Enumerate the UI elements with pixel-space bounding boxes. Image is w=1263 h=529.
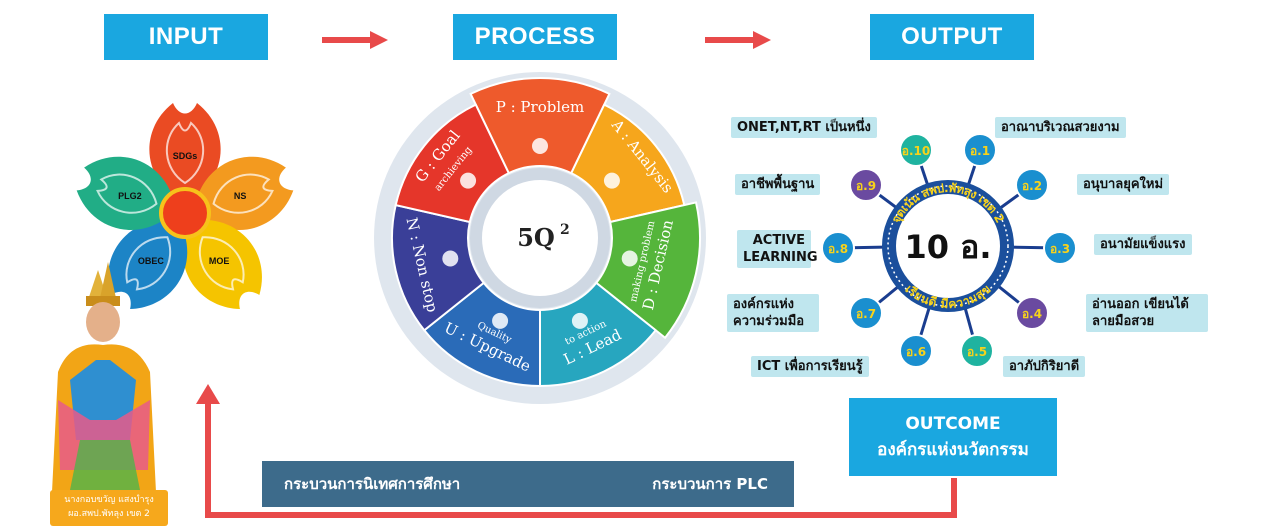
petal-moe: [182, 219, 262, 310]
output-node-badge: [849, 296, 883, 330]
petal-ns: [194, 156, 294, 230]
output-label-o10: ONET,NT,RT เป็นหนึ่ง: [731, 117, 877, 138]
output-node-code: อ.9: [856, 179, 876, 193]
output-node-code: อ.3: [1050, 242, 1070, 256]
output-label-o4-line2: ลายมือสวย: [1092, 314, 1155, 329]
wheel-center-label: 5Q: [517, 223, 555, 252]
outcome-title: OUTCOME: [905, 414, 1001, 434]
arrow-process-to-output: [705, 31, 771, 49]
segment-icon: [442, 250, 459, 267]
petal-label: OBEC: [138, 256, 165, 266]
segment-icon: [460, 172, 477, 189]
process-header: PROCESS: [453, 14, 617, 60]
person-illustration: [52, 262, 156, 492]
person-position: ผอ.สพป.พัทลุง เขต 2: [68, 509, 150, 519]
output-node-code: อ.10: [902, 144, 930, 158]
output-node-badge: [1043, 231, 1077, 265]
output-header: OUTPUT: [870, 14, 1034, 60]
output-label-o8-line1: ACTIVE: [752, 233, 805, 248]
output-label-o5: อาภัปกิริยาดี: [1003, 356, 1086, 377]
output-node-badge: [849, 168, 883, 202]
output-node-badge: [963, 133, 997, 167]
output-node-badge: [899, 334, 933, 368]
wheel-center-superscript: 2: [560, 222, 570, 238]
flower-center: [159, 187, 211, 239]
outcome-subtitle: องค์กรแห่งนวัตกรรม: [877, 440, 1029, 460]
outcome-box: OUTCOME องค์กรแห่งนวัตกรรม: [849, 398, 1057, 476]
output-label-o3: อนามัยแข็งแรง: [1094, 234, 1192, 255]
segment-icon: [603, 172, 620, 189]
wheel-segment: [594, 201, 701, 340]
segment-icon: [571, 312, 588, 329]
segment-icon: [532, 138, 548, 154]
wheel-hub: [482, 180, 598, 296]
output-label-o7-line2: ความร่วมมือ: [733, 314, 805, 329]
output-node-badge: [960, 334, 994, 368]
output-hub: จุดเน้น สพป.พัทลุง เขต 2เรียนดี มีความสุ…: [821, 133, 1077, 368]
hub-dots: [887, 185, 1009, 307]
output-label-o2: อนุบาลยุคใหม่: [1077, 174, 1170, 195]
petal-label: NS: [234, 191, 247, 201]
output-node-code: อ.8: [828, 242, 848, 256]
output-label-o7-line1: องค์กรแห่ง: [733, 297, 795, 312]
output-node-badge: [1015, 296, 1049, 330]
output-node-code: อ.2: [1022, 179, 1042, 193]
arrow-input-to-process: [322, 31, 388, 49]
output-label-o8: ACTIVE LEARNING: [737, 230, 818, 268]
person-name: นางกอบขวัญ แสงบำรุง: [64, 495, 154, 505]
segment-icon: [621, 250, 638, 267]
output-label-o7: องค์กรแห่ง ความร่วมมือ: [727, 294, 819, 332]
output-node-badge: [899, 133, 933, 167]
segment-icon: [492, 312, 509, 329]
petal-label: SDGs: [173, 151, 198, 161]
output-node-code: อ.1: [970, 144, 990, 158]
output-node-code: อ.4: [1022, 307, 1042, 321]
output-label-o1: อาณาบริเวณสวยงาม: [995, 117, 1126, 138]
feedback-loop-arrow: [196, 384, 957, 518]
hub-inner: [896, 194, 1000, 298]
output-node-code: อ.5: [967, 345, 987, 359]
output-node-badge: [821, 231, 855, 265]
petal-label: MOE: [209, 256, 230, 266]
output-label-o9: อาชีพพื้นฐาน: [735, 174, 821, 195]
petal-plg2: [76, 156, 176, 230]
output-node-code: อ.7: [856, 307, 876, 321]
petal-obec: [108, 219, 188, 310]
output-label-o6: ICT เพื่อการเรียนรู้: [751, 356, 869, 377]
input-header: INPUT: [104, 14, 268, 60]
process-bar: กระบวนการนิเทศการศึกษา กระบวนการ PLC: [262, 461, 794, 507]
output-label-o4: อ่านออก เขียนได้ ลายมือสวย: [1086, 294, 1208, 332]
person-caption: นางกอบขวัญ แสงบำรุง ผอ.สพป.พัทลุง เขต 2: [50, 490, 168, 526]
petal-sdgs: [149, 103, 221, 203]
plc-process-label: กระบวนการ PLC: [652, 475, 768, 493]
supervision-process-label: กระบวนการนิเทศการศึกษา: [284, 475, 461, 493]
output-node-badge: [1015, 168, 1049, 202]
output-label-o8-line2: LEARNING: [743, 250, 818, 265]
output-node-code: อ.6: [906, 345, 926, 359]
wheel-segment: [394, 103, 511, 224]
output-label-o4-line1: อ่านออก เขียนได้: [1092, 297, 1189, 312]
petal-label: PLG2: [118, 191, 142, 201]
wheel-segment-label: P : Problem: [496, 98, 584, 116]
wheel-segment: [469, 77, 611, 175]
hub-center-label: 10 อ.: [904, 228, 991, 266]
